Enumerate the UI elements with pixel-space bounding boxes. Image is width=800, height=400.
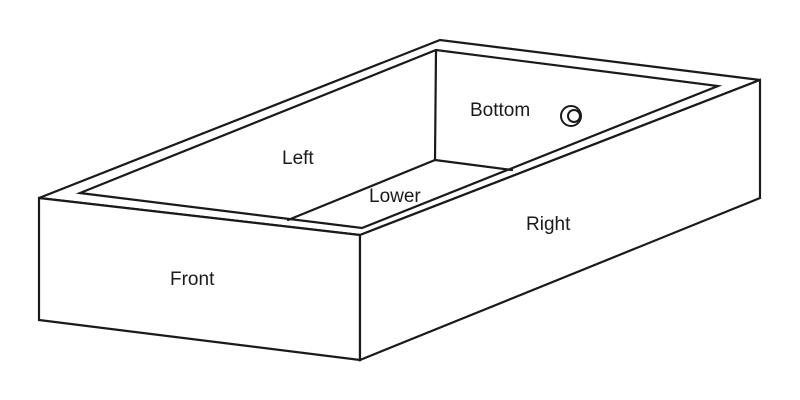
right-face — [358, 78, 762, 362]
inner-corner-edge — [433, 48, 438, 162]
floor-left-edge — [286, 158, 437, 222]
label-right: Right — [526, 214, 571, 235]
drain-hole-icon — [560, 105, 582, 127]
inner-rim — [75, 48, 723, 230]
label-front: Front — [170, 269, 215, 290]
label-left: Left — [282, 148, 314, 169]
floor-back-edge — [433, 158, 514, 172]
label-bottom: Bottom — [470, 100, 530, 121]
label-lower: Lower — [369, 186, 421, 207]
